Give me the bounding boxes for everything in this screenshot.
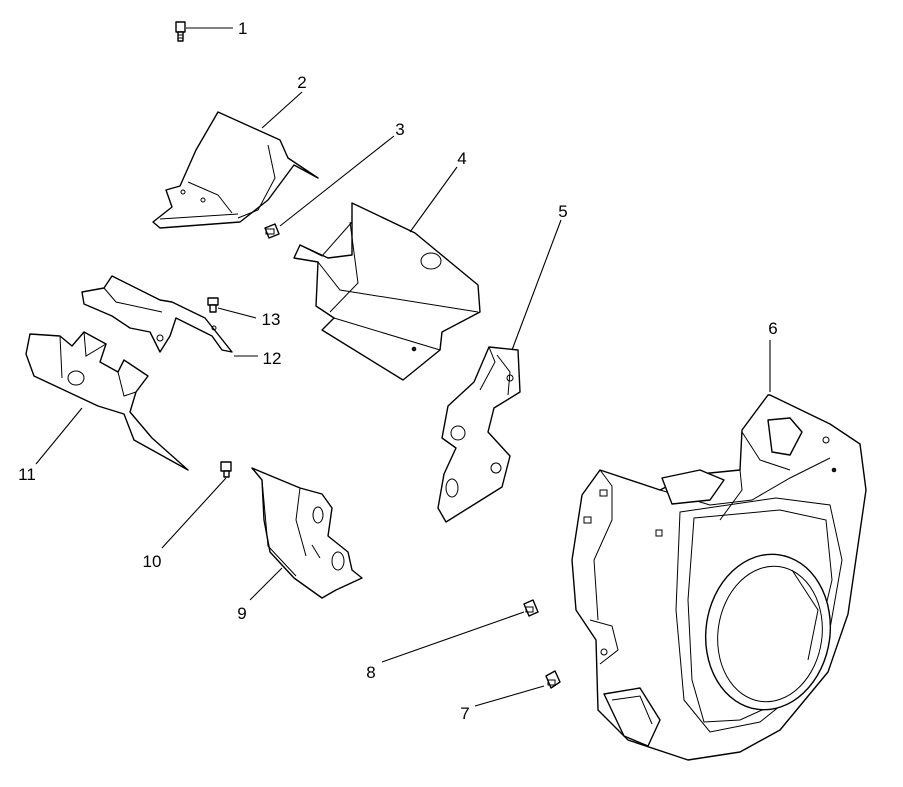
leader-2 — [261, 91, 303, 129]
callout-7: 7 — [460, 704, 469, 723]
part-12-bracket — [81, 275, 233, 353]
part-11-shroud — [25, 331, 189, 471]
callout-13: 13 — [262, 310, 281, 329]
callout-4: 4 — [457, 149, 466, 168]
part-8-screw — [523, 599, 539, 617]
leader-13 — [217, 307, 257, 319]
part-2-shroud — [152, 111, 319, 229]
callout-labels: 1 2 3 4 5 6 7 8 9 10 11 12 13 — [18, 19, 778, 723]
callout-2: 2 — [297, 73, 306, 92]
part-3-screw — [264, 223, 280, 239]
callout-12: 12 — [263, 349, 282, 368]
leader-11 — [35, 407, 83, 465]
callout-10: 10 — [143, 552, 162, 571]
callout-5: 5 — [558, 202, 567, 221]
part-7-screw — [545, 670, 561, 689]
leader-lines — [35, 27, 771, 707]
callout-3: 3 — [395, 120, 404, 139]
callout-6: 6 — [768, 319, 777, 338]
callout-9: 9 — [237, 604, 246, 623]
part-10-screw — [220, 461, 232, 478]
leader-10 — [161, 477, 227, 549]
part-13-screw — [207, 297, 219, 313]
callout-11: 11 — [18, 465, 36, 484]
leader-9 — [249, 567, 283, 601]
leader-8 — [381, 611, 525, 663]
part-1-screw — [175, 21, 186, 42]
callout-1: 1 — [238, 19, 247, 38]
leader-4 — [409, 166, 458, 233]
part-6-blower-housing — [571, 394, 867, 761]
part-4-shroud — [293, 202, 481, 381]
callout-8: 8 — [366, 663, 375, 682]
part-5-bracket — [437, 346, 521, 523]
leader-5 — [511, 219, 562, 351]
leader-7 — [474, 685, 545, 707]
part-9-bracket — [251, 467, 363, 599]
leader-3 — [279, 135, 395, 227]
